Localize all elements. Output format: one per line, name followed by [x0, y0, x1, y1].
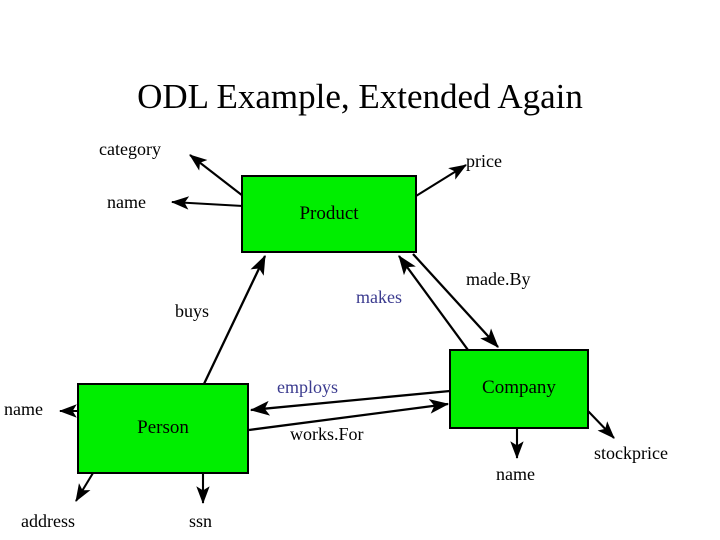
attribute-label-person-name: name — [4, 399, 43, 419]
edge-product-category — [189, 154, 244, 197]
relationship-label-makes: makes — [356, 287, 402, 307]
relationship-label-madeby: made.By — [466, 269, 531, 289]
edge-product-name — [170, 196, 244, 210]
relationship-label-buys: buys — [175, 301, 210, 321]
edge-madeby — [412, 253, 499, 348]
attribute-label-category: category — [99, 139, 161, 159]
relationship-label-worksfor: works.For — [290, 424, 364, 444]
edge-makes — [398, 255, 469, 351]
edge-worksfor — [248, 399, 450, 432]
attribute-label-stockprice: stockprice — [594, 443, 668, 463]
edge-buys — [201, 254, 267, 387]
entity-box-company[interactable] — [449, 349, 589, 429]
attribute-label-ssn: ssn — [189, 511, 213, 531]
attribute-label-price: price — [466, 151, 502, 171]
relationship-label-employs: employs — [277, 377, 338, 397]
entity-box-person[interactable] — [77, 383, 249, 474]
edge-employs — [249, 389, 451, 416]
attribute-label-product-name: name — [107, 192, 146, 212]
entity-box-product[interactable] — [241, 175, 417, 253]
edge-product-price — [415, 164, 467, 197]
edge-person-address — [75, 472, 94, 502]
edge-company-stockprice — [587, 410, 615, 439]
page-title: ODL Example, Extended Again — [137, 77, 583, 116]
attribute-label-company-name: name — [496, 464, 535, 484]
attribute-label-address: address — [21, 511, 75, 531]
